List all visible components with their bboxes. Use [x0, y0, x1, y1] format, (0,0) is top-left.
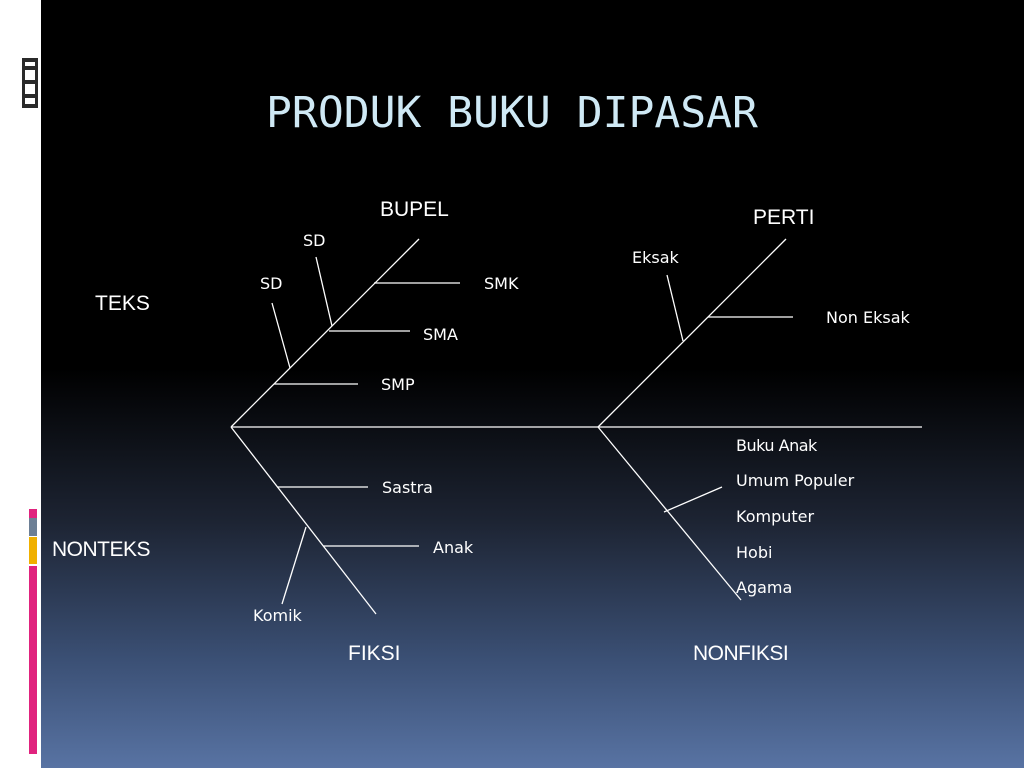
item-label-sd-upper: SD	[303, 231, 326, 250]
slide-left-margin	[0, 0, 41, 768]
item-label-anak: Anak	[433, 538, 474, 557]
branch-label-fiksi: FIKSI	[348, 642, 401, 665]
branch-label-perti: PERTI	[753, 206, 815, 229]
item-label-komik: Komik	[253, 606, 302, 625]
branch-label-bupel: BUPEL	[380, 198, 449, 221]
slide-background	[41, 0, 1024, 768]
fiksi-bone	[230, 426, 377, 615]
nonfiksi-items-bone	[663, 486, 723, 513]
accent-bar-slate	[29, 518, 37, 536]
list-item: Umum Populer	[736, 471, 855, 490]
sd-lower-bone	[271, 302, 291, 369]
list-item: Buku Anak	[736, 436, 817, 455]
item-label-non-eksak: Non Eksak	[826, 308, 910, 327]
list-item: Hobi	[736, 543, 773, 562]
category-label-nonteks: NONTEKS	[52, 538, 151, 561]
window-panels-icon	[22, 58, 38, 108]
page-title: PRODUK BUKU DIPASAR	[266, 88, 758, 138]
list-item: Agama	[736, 578, 793, 597]
category-label-teks: TEKS	[95, 292, 150, 315]
bupel-bone	[230, 238, 420, 428]
perti-bone	[597, 238, 787, 428]
accent-bar-magenta-top	[29, 509, 37, 518]
komik-bone	[281, 526, 307, 605]
list-item: Komputer	[736, 507, 815, 526]
nonfiksi-bone	[597, 426, 742, 601]
sd-upper-bone	[315, 256, 333, 327]
accent-bar-magenta	[29, 566, 37, 754]
branch-label-nonfiksi: NONFIKSI	[693, 642, 789, 665]
item-label-eksak: Eksak	[632, 248, 679, 267]
item-label-sastra: Sastra	[382, 478, 433, 497]
item-label-sd-lower: SD	[260, 274, 283, 293]
item-label-smk: SMK	[484, 274, 519, 293]
item-label-sma: SMA	[423, 325, 458, 344]
item-label-smp: SMP	[381, 375, 415, 394]
eksak-bone	[666, 274, 684, 342]
accent-bar-gold	[29, 537, 37, 564]
